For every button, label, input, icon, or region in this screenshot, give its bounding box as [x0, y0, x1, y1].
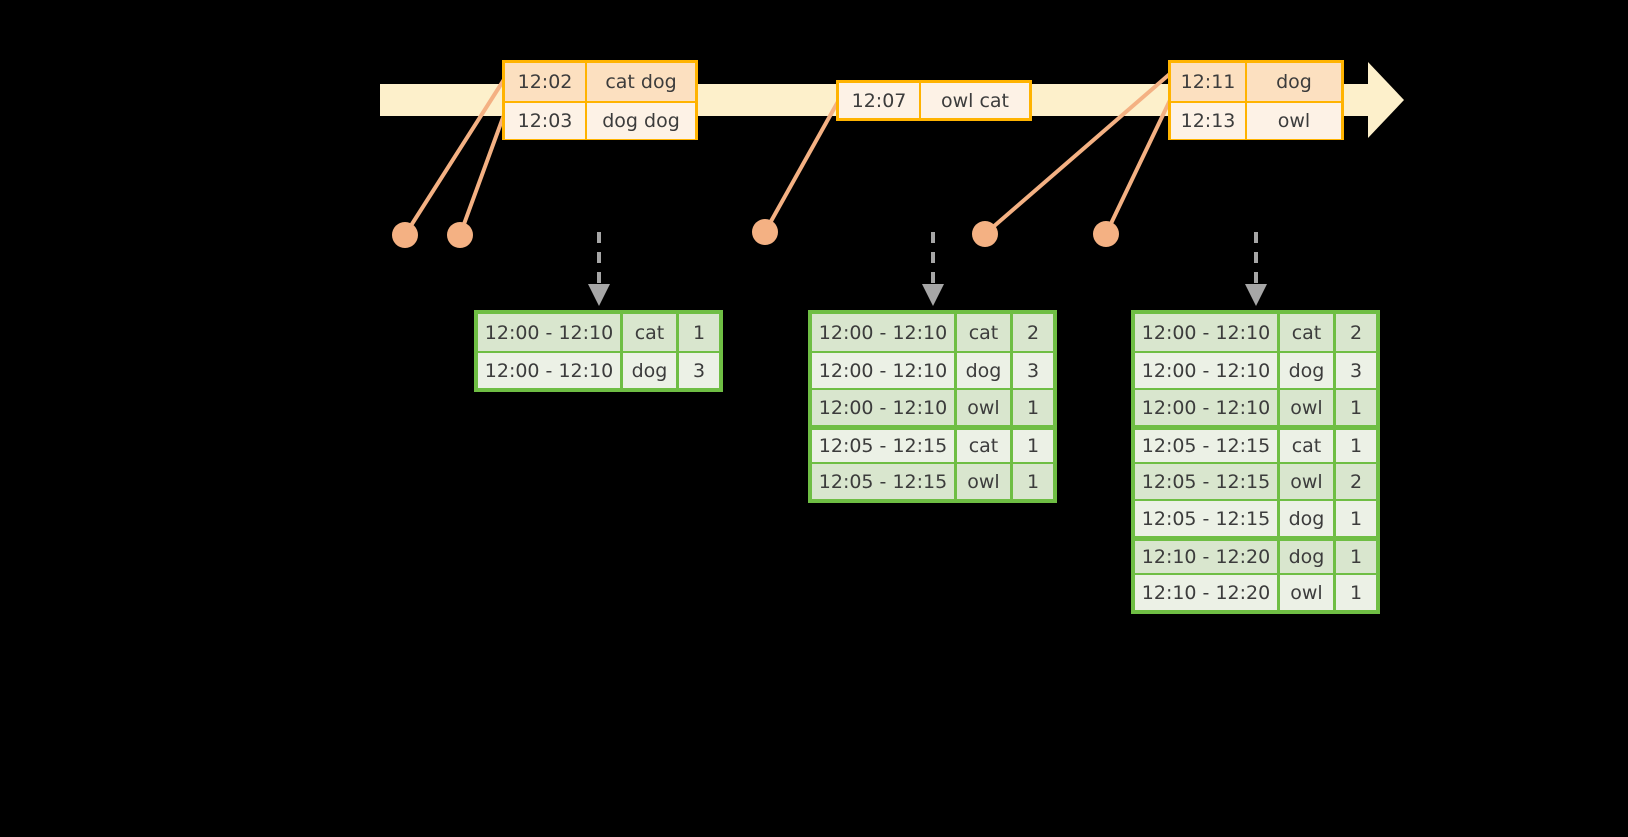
count-cell: 3: [1349, 359, 1363, 382]
count-cell: 1: [692, 321, 706, 344]
event-row[interactable]: 12:07 owl cat: [839, 83, 1029, 118]
count-cell: 1: [1349, 435, 1363, 457]
window-cell: 12:00 - 12:10: [812, 390, 957, 425]
event-value: dog: [1276, 71, 1312, 93]
key-cell: cat: [957, 430, 1013, 462]
key-cell: cat: [957, 314, 1013, 351]
event-group-3[interactable]: 12:11 dog 12:13 owl: [1168, 60, 1344, 140]
event-value: owl cat: [940, 89, 1010, 112]
count-cell: 1: [1026, 396, 1040, 419]
window-cell: 12:10 - 12:20: [1135, 541, 1280, 573]
count-cell: 1: [1026, 470, 1040, 493]
window-cell: 12:00 - 12:10: [478, 353, 623, 388]
window-cell: 12:05 - 12:15: [1135, 464, 1280, 499]
event-row[interactable]: 12:02 cat dog: [505, 63, 695, 101]
event-time: 12:11: [1171, 63, 1247, 101]
window-cell: 12:05 - 12:15: [1135, 430, 1280, 462]
flow-arrow-2: [922, 232, 944, 306]
key-cell: cat: [623, 314, 679, 351]
event-dot-3: [752, 219, 778, 245]
count-cell: 2: [1026, 321, 1040, 344]
count-cell: 2: [1349, 470, 1363, 493]
flow-arrow-3: [1245, 232, 1267, 306]
key-cell: owl: [1280, 464, 1336, 499]
event-group-1[interactable]: 12:02 cat dog 12:03 dog dog: [502, 60, 698, 140]
event-row[interactable]: 12:03 dog dog: [505, 101, 695, 139]
window-cell: 12:00 - 12:10: [478, 314, 623, 351]
window-cell: 12:05 - 12:15: [812, 430, 957, 462]
key-cell: cat: [1280, 430, 1336, 462]
count-cell: 2: [1349, 321, 1363, 344]
event-time: 12:07: [839, 83, 921, 118]
event-time: 12:13: [1171, 103, 1247, 139]
event-time-axis-arrowhead: [1368, 62, 1404, 138]
window-cell: 12:00 - 12:10: [812, 353, 957, 388]
key-cell: cat: [1280, 314, 1336, 351]
window-cell: 12:10 - 12:20: [1135, 575, 1280, 610]
event-row[interactable]: 12:13 owl: [1171, 101, 1341, 139]
event-group-2[interactable]: 12:07 owl cat: [836, 80, 1032, 121]
key-cell: dog: [1280, 353, 1336, 388]
count-cell: 1: [1349, 507, 1363, 530]
event-row[interactable]: 12:11 dog: [1171, 63, 1341, 101]
key-cell: owl: [957, 464, 1013, 499]
window-cell: 12:05 - 12:15: [1135, 501, 1280, 536]
count-cell: 1: [1349, 581, 1363, 604]
key-cell: owl: [1280, 390, 1336, 425]
event-dot-4: [972, 221, 998, 247]
event-value: dog dog: [602, 110, 680, 132]
event-time: 12:02: [505, 63, 587, 101]
count-cell: 1: [1349, 546, 1363, 568]
key-cell: dog: [1280, 541, 1336, 573]
key-cell: dog: [1280, 501, 1336, 536]
window-cell: 12:00 - 12:10: [1135, 353, 1280, 388]
count-cell: 1: [1026, 435, 1040, 457]
count-cell: 3: [1026, 359, 1040, 382]
window-cell: 12:05 - 12:15: [812, 464, 957, 499]
key-cell: dog: [623, 353, 679, 388]
event-dot-5: [1093, 221, 1119, 247]
event-dot-1: [392, 222, 418, 248]
event-dot-2: [447, 222, 473, 248]
window-cell: 12:00 - 12:10: [812, 314, 957, 351]
window-cell: 12:00 - 12:10: [1135, 314, 1280, 351]
event-time: 12:03: [505, 103, 587, 139]
key-cell: dog: [957, 353, 1013, 388]
event-value: cat dog: [605, 71, 677, 93]
event-value: owl: [1277, 110, 1311, 132]
count-cell: 1: [1349, 396, 1363, 419]
key-cell: owl: [1280, 575, 1336, 610]
key-cell: owl: [957, 390, 1013, 425]
count-cell: 3: [692, 359, 706, 382]
flow-arrow-1: [588, 232, 610, 306]
window-cell: 12:00 - 12:10: [1135, 390, 1280, 425]
